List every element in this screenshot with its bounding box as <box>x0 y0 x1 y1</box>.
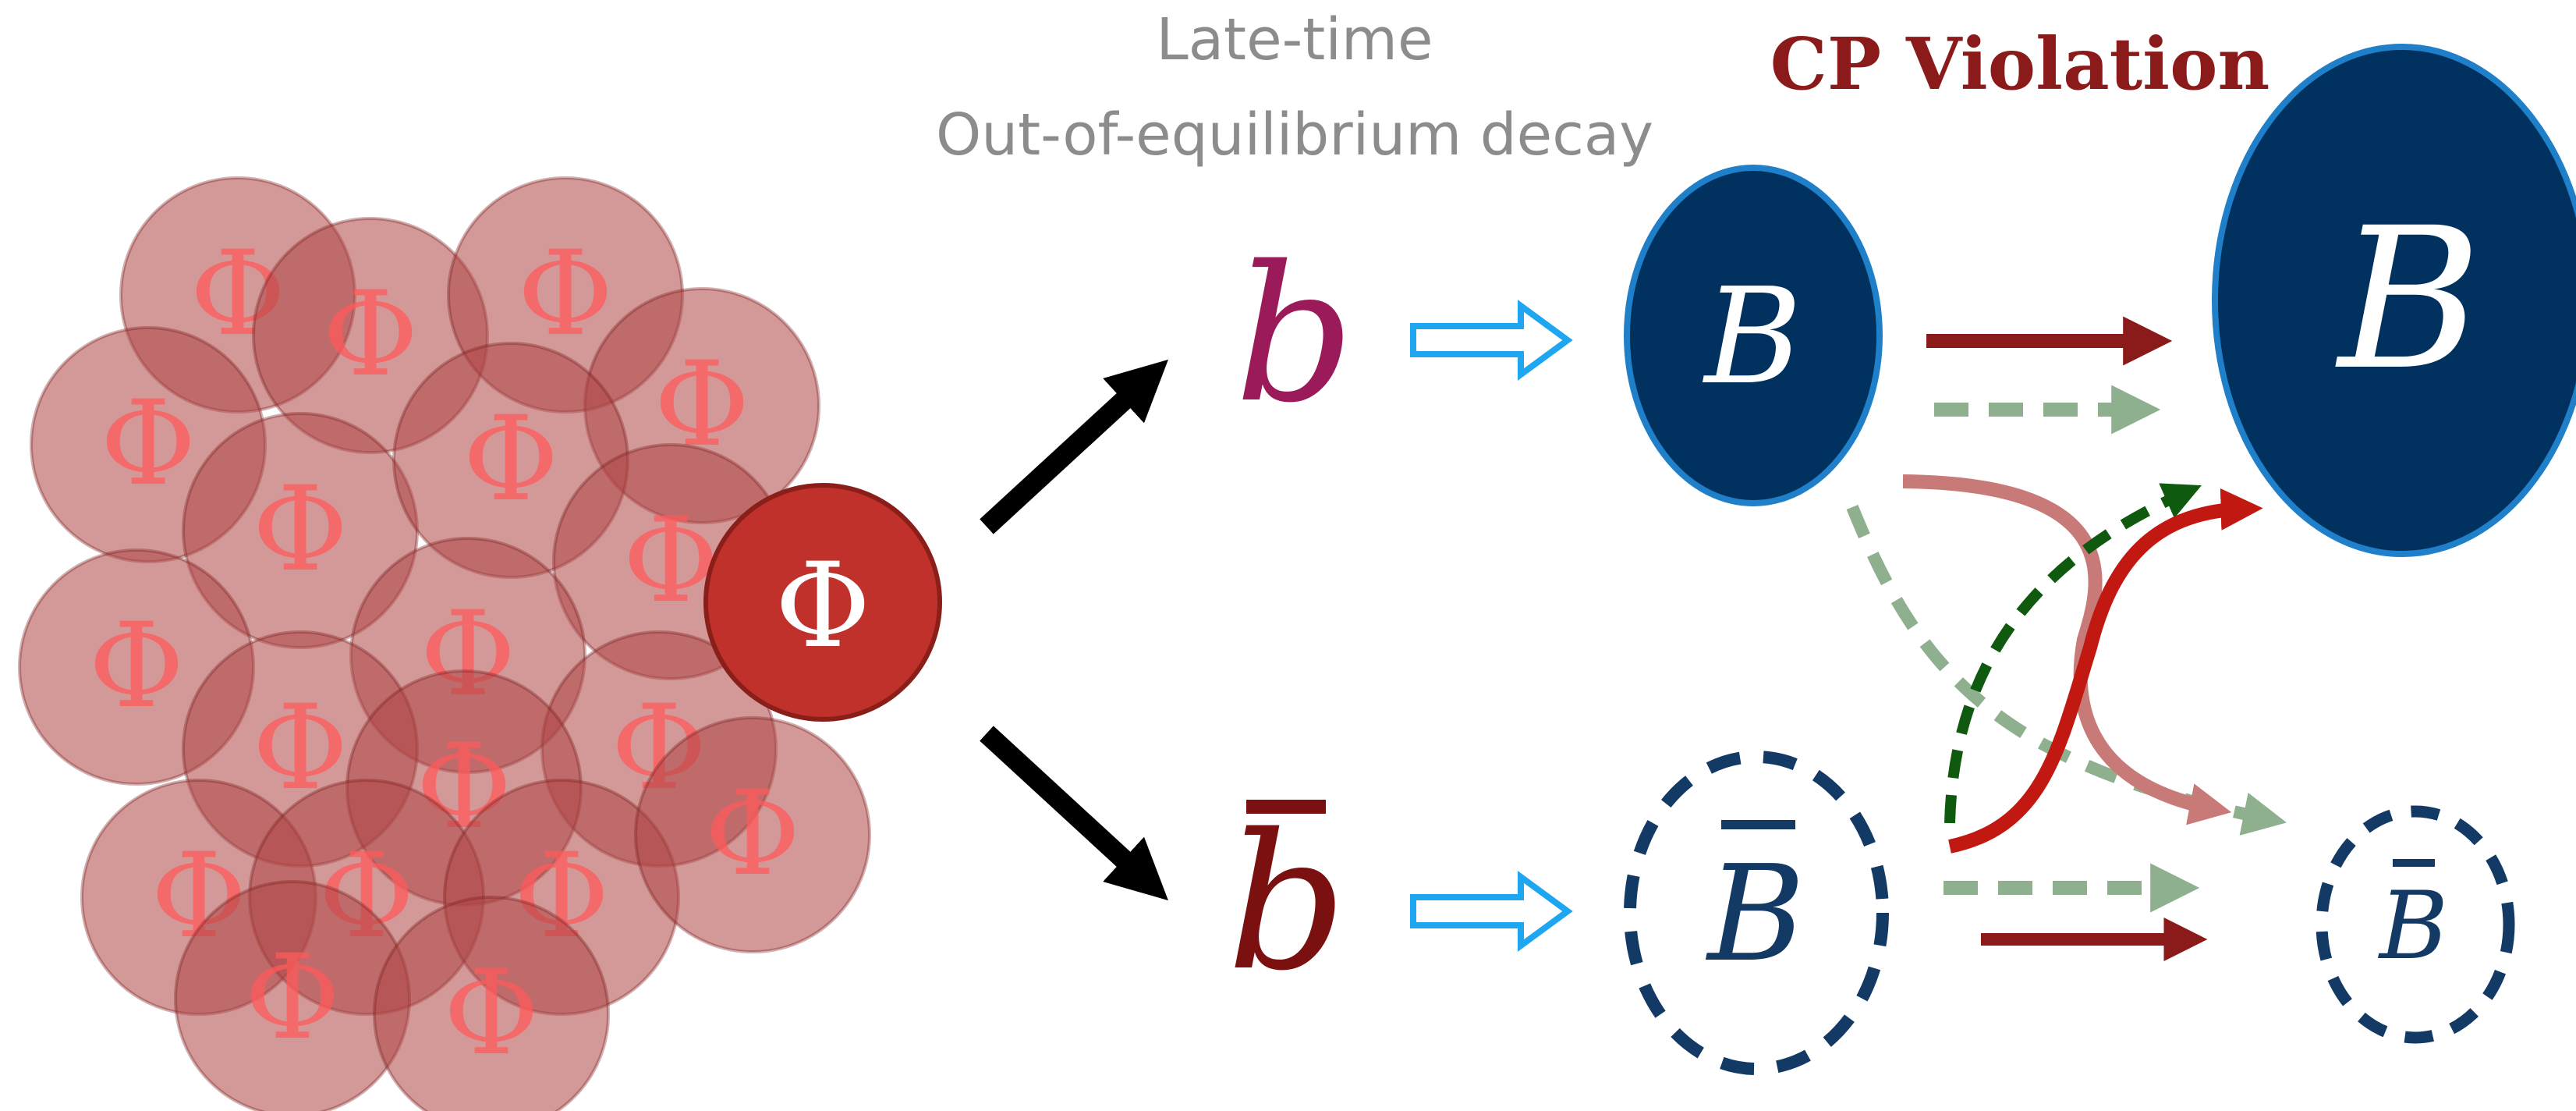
arrow-b-to-bbar-dashed <box>1852 507 2270 819</box>
bbar-label: b <box>1227 793 1347 1012</box>
svg-text:Φ: Φ <box>101 376 197 512</box>
svg-text:B: B <box>2335 186 2482 413</box>
baryon-bbar-small: B <box>2322 811 2509 1038</box>
hollow-arrow-bbar <box>1413 877 1568 946</box>
svg-text:Φ: Φ <box>245 930 341 1066</box>
svg-text:Φ: Φ <box>323 267 419 403</box>
svg-text:B: B <box>1706 837 1805 992</box>
phi-main-label: Φ <box>775 538 871 674</box>
phi-cluster-particle: Φ <box>636 718 870 952</box>
phi-main-particle: Φ <box>706 485 940 719</box>
svg-text:Φ: Φ <box>444 946 540 1081</box>
svg-text:Φ: Φ <box>463 392 559 527</box>
baryon-b-large: B <box>2215 47 2576 554</box>
svg-text:Φ: Φ <box>518 226 614 362</box>
decay-arrow-to-bbar <box>987 733 1150 884</box>
svg-text:b: b <box>1227 793 1347 1012</box>
baryon-bbar-node: B <box>1630 757 1883 1069</box>
b-label: b <box>1235 225 1355 444</box>
decay-arrow-to-b <box>987 376 1150 527</box>
svg-text:B: B <box>2378 872 2448 981</box>
svg-text:B: B <box>1703 260 1802 414</box>
baryon-b-node: B <box>1627 168 1880 503</box>
svg-text:Φ: Φ <box>705 766 801 902</box>
svg-text:Φ: Φ <box>253 462 349 598</box>
svg-text:Φ: Φ <box>89 598 185 734</box>
hollow-arrow-b <box>1413 306 1568 374</box>
phi-cluster-particle: Φ <box>374 897 608 1111</box>
